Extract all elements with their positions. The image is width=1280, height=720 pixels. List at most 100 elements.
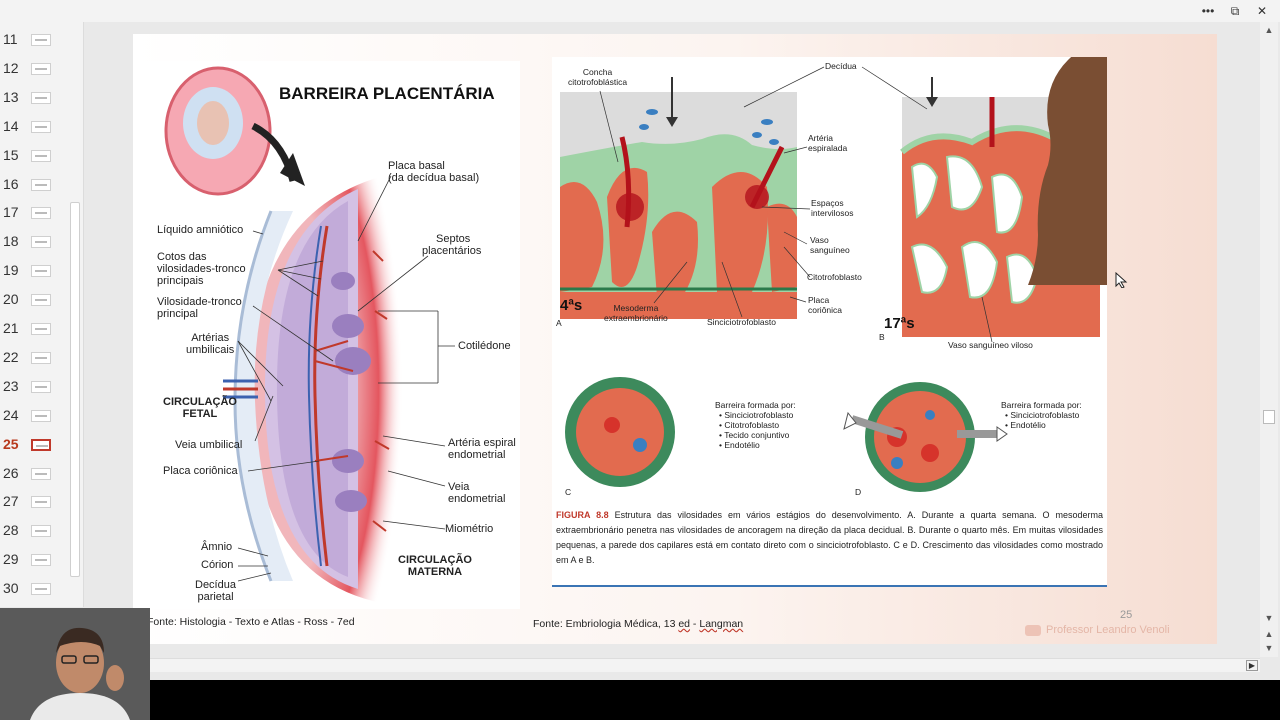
slide-preview[interactable] (31, 34, 51, 46)
footnote-left: Fonte: Histologia - Texto e Atlas - Ross… (147, 616, 355, 628)
slide-thumbnail-15[interactable]: 15 (0, 143, 66, 172)
slide-thumbnail-21[interactable]: 21 (0, 316, 66, 345)
slide-number: 14 (3, 117, 19, 134)
slide-number: 29 (3, 551, 19, 568)
slide-preview[interactable] (31, 409, 51, 422)
slide-preview[interactable] (31, 496, 51, 509)
close-icon[interactable]: ✕ (1256, 4, 1268, 18)
label-veia-umbilical: Veia umbilical (175, 439, 243, 451)
slide-preview[interactable] (31, 438, 51, 451)
label-citotrofoblasto: Citotrofoblasto (807, 272, 862, 282)
restore-icon[interactable]: ⧉ (1230, 4, 1240, 18)
slide-thumbnail-12[interactable]: 12 (0, 56, 66, 85)
title-bar: ••• ⧉ ✕ (0, 0, 1280, 22)
label-vaso-viloso: Vaso sanguíneo viloso (948, 340, 1033, 350)
slide-thumbnail-29[interactable]: 29 (0, 547, 66, 576)
slide-number: 26 (3, 464, 19, 481)
slide-thumbnail-16[interactable]: 16 (0, 172, 66, 201)
figure-placental-barrier: BARREIRA PLACENTÁRIA Placa basal(da decí… (143, 61, 520, 609)
label-decidua: Decídua (825, 61, 857, 71)
slide-preview[interactable] (31, 178, 51, 191)
slide-number: 11 (3, 31, 18, 47)
horizontal-scrollbar[interactable]: ▶ (150, 658, 1260, 672)
slide-preview[interactable] (31, 149, 51, 162)
slide-number: 28 (3, 522, 19, 539)
slide-thumbnail-11[interactable]: 11 (0, 27, 66, 56)
slide-preview[interactable] (31, 467, 51, 480)
scroll-up-icon[interactable]: ▲ (1264, 25, 1274, 35)
slide-preview[interactable] (31, 236, 51, 249)
slide-thumbnail-18[interactable]: 18 (0, 229, 66, 258)
letter-c: C (565, 487, 572, 497)
slide-thumbnail-13[interactable]: 13 (0, 85, 66, 114)
letter-b: B (879, 332, 885, 342)
pregnant-woman-icon (1028, 57, 1107, 285)
scroll-down-icon[interactable]: ▼ (1264, 613, 1274, 623)
slide-preview[interactable] (31, 265, 51, 278)
slide-preview[interactable] (31, 583, 51, 596)
villi-illustration (560, 66, 1102, 492)
slide-page-number: 25 (1120, 609, 1133, 621)
slide-thumbnail-30[interactable]: 30 (0, 576, 66, 605)
slide-number: 25 (3, 435, 19, 452)
cursor-arrow-icon (1115, 271, 1128, 289)
slide-preview[interactable] (31, 120, 51, 133)
slide-number: 21 (3, 320, 19, 336)
slide-number: 18 (3, 233, 19, 250)
slide-preview[interactable] (31, 323, 51, 335)
label-placa-basal: Placa basal(da decídua basal) (388, 160, 480, 184)
slide-preview[interactable] (31, 207, 51, 220)
slide-preview[interactable] (31, 525, 51, 538)
prev-slide-icon[interactable]: ▲ (1264, 629, 1274, 639)
barrier-c-list: Barreira formada por: • Sinciciotrofobla… (715, 400, 796, 450)
slide-thumbnail-20[interactable]: 20 (0, 287, 66, 316)
slide-thumbnail-22[interactable]: 22 (0, 345, 66, 374)
slide-thumbnail-28[interactable]: 28 (0, 518, 66, 547)
vertical-scrollbar[interactable]: ▲ ▼ ▲ ▼ (1260, 22, 1278, 657)
slide-thumbnail-25[interactable]: 25 (0, 432, 66, 461)
letter-d: D (855, 487, 862, 497)
slide-thumbnail-27[interactable]: 27 (0, 489, 66, 518)
slide-preview[interactable] (31, 351, 51, 364)
slide-preview[interactable] (31, 294, 51, 307)
label-corion: Córion (201, 559, 234, 571)
slide-thumbnail-24[interactable]: 24 (0, 403, 66, 432)
placenta-illustration (164, 66, 455, 609)
more-options-icon[interactable]: ••• (1201, 4, 1215, 18)
label-liquido-amniotico: Líquido amniótico (157, 224, 244, 236)
barrier-d-list: Barreira formada por: • Sinciciotrofobla… (1001, 400, 1082, 430)
slide-number: 16 (3, 175, 19, 192)
scroll-thumb[interactable] (1263, 410, 1275, 424)
slide-number: 19 (3, 262, 19, 279)
slide-preview[interactable] (31, 91, 51, 104)
slide-preview[interactable] (31, 380, 51, 393)
next-slide-icon[interactable]: ▼ (1264, 643, 1274, 653)
label-amnio: Âmnio (201, 541, 233, 553)
scroll-right-icon[interactable]: ▶ (1246, 660, 1258, 671)
slide-thumbnail-19[interactable]: 19 (0, 258, 66, 287)
slide-thumbnail-26[interactable]: 26 (0, 461, 66, 490)
slide-number: 12 (3, 59, 19, 76)
presenter-webcam (0, 608, 150, 720)
pregnant-silhouette (1028, 57, 1107, 295)
slide-thumbnail-17[interactable]: 17 (0, 200, 66, 229)
slide-preview[interactable] (31, 62, 51, 75)
thumbnail-scrollbar[interactable] (70, 202, 80, 577)
slide-preview[interactable] (31, 554, 51, 567)
slide-thumbnail-14[interactable]: 14 (0, 114, 66, 143)
slide-number: 13 (3, 88, 19, 105)
slide-thumbnail-23[interactable]: 23 (0, 374, 66, 403)
